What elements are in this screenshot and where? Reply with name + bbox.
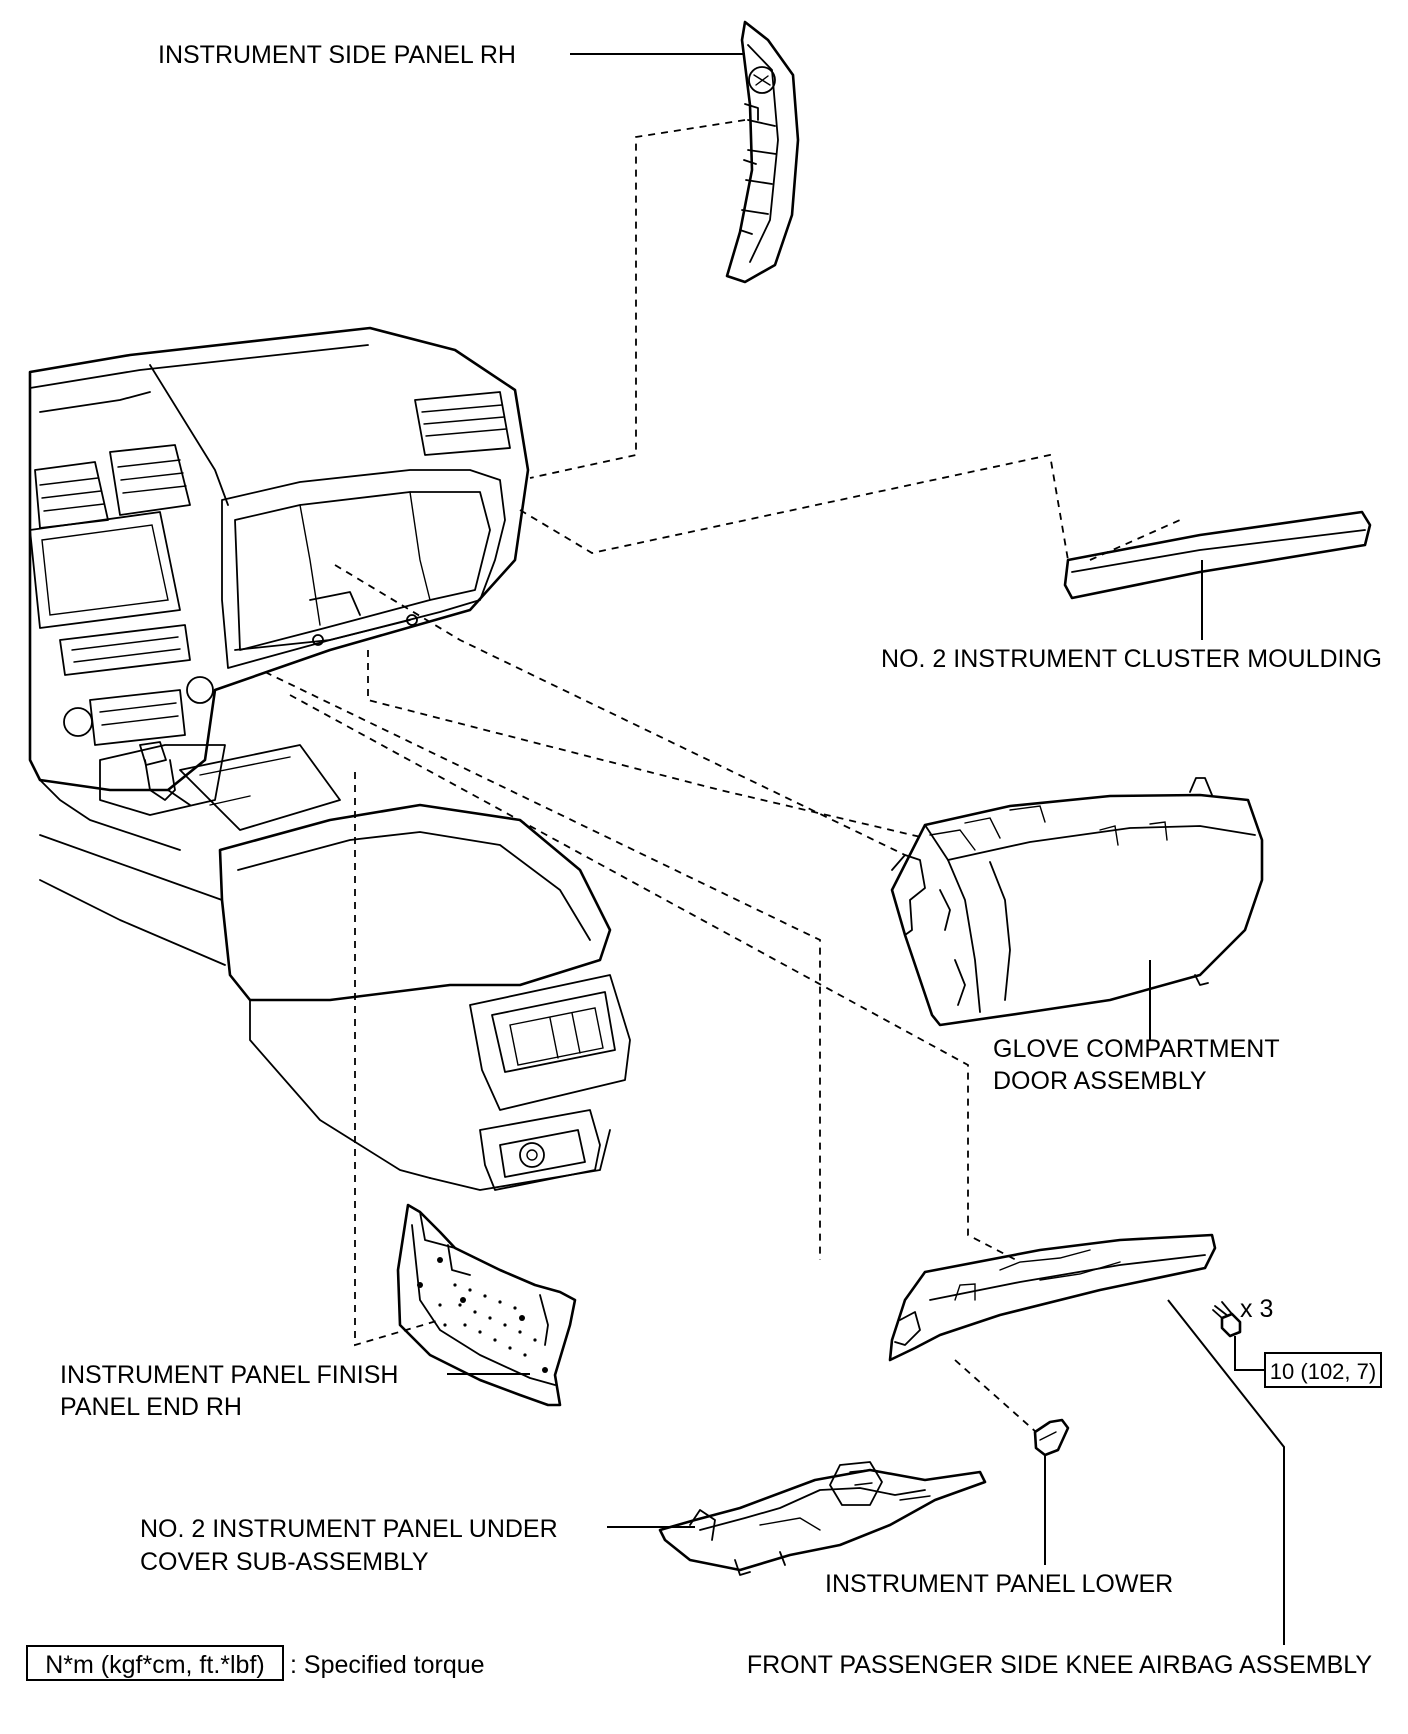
torque-value: 10 (102, 7) (1270, 1359, 1376, 1384)
callout-leader-lines (447, 53, 1285, 1645)
under-cover-part (658, 1461, 987, 1576)
bolt-fastener (1212, 1301, 1242, 1338)
torque-legend: N*m (kgf*cm, ft.*lbf) : Specified torque (26, 1645, 485, 1681)
assembly-guide-lines (264, 119, 1181, 1433)
label-knee-airbag: FRONT PASSENGER SIDE KNEE AIRBAG ASSEMBL… (747, 1651, 1373, 1679)
knee-airbag-part (888, 1233, 1217, 1362)
label-bolt-quantity: x 3 (1240, 1295, 1273, 1323)
legend-torque-units: N*m (kgf*cm, ft.*lbf) (45, 1651, 264, 1679)
cluster-moulding-part (1063, 510, 1372, 600)
label-instrument-side-panel-rh: INSTRUMENT SIDE PANEL RH (158, 41, 516, 69)
label-glove-compartment-line1: GLOVE COMPARTMENT (993, 1035, 1280, 1063)
finish-panel-end-rh-part (396, 1203, 577, 1407)
instrument-side-panel-rh-part (725, 20, 800, 284)
legend-torque-description: : Specified torque (290, 1651, 485, 1679)
label-instrument-panel-lower: INSTRUMENT PANEL LOWER (825, 1570, 1173, 1598)
label-cluster-moulding: NO. 2 INSTRUMENT CLUSTER MOULDING (881, 645, 1382, 673)
label-under-cover-line2: COVER SUB-ASSEMBLY (140, 1548, 429, 1576)
label-finish-panel-line2: PANEL END RH (60, 1393, 242, 1421)
label-glove-compartment-line2: DOOR ASSEMBLY (993, 1067, 1207, 1095)
label-finish-panel-line1: INSTRUMENT PANEL FINISH (60, 1361, 398, 1389)
instrument-panel-lower-part (1033, 1418, 1070, 1457)
label-under-cover-line1: NO. 2 INSTRUMENT PANEL UNDER (140, 1515, 558, 1543)
callout-labels: INSTRUMENT SIDE PANEL RH NO. 2 INSTRUMEN… (60, 41, 1382, 1679)
glove-compartment-door-part (890, 777, 1264, 1027)
torque-spec-box: 10 (102, 7) (1264, 1352, 1382, 1388)
dashboard-and-console (28, 326, 631, 1191)
